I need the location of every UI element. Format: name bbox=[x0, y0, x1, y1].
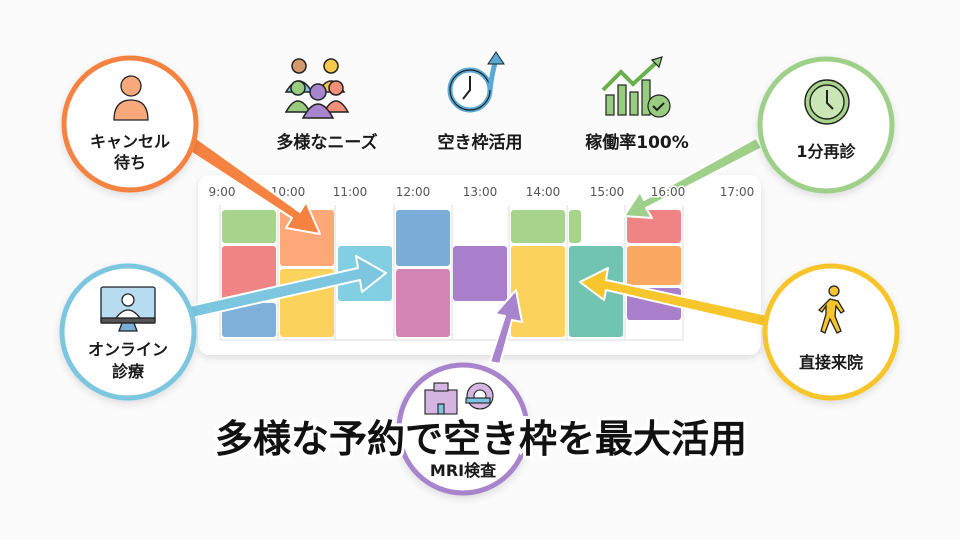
growth-chart-check-icon bbox=[601, 56, 671, 118]
online-doctor-monitor-icon bbox=[100, 286, 156, 332]
channel-label: 診療 bbox=[112, 362, 145, 381]
people-group-icon bbox=[284, 58, 350, 119]
time-label: 12:00 bbox=[396, 185, 431, 199]
arrow-mri bbox=[489, 289, 523, 365]
slot[interactable] bbox=[222, 246, 276, 300]
slot[interactable] bbox=[396, 210, 450, 266]
time-label: 16:00 bbox=[651, 185, 686, 199]
feature-label: 空き枠活用 bbox=[438, 132, 523, 153]
channel-label: 1分再診 bbox=[796, 142, 856, 161]
slot[interactable] bbox=[569, 210, 581, 243]
slot[interactable] bbox=[627, 210, 681, 243]
time-label: 13:00 bbox=[463, 185, 498, 199]
page-title: 多様な予約で空き枠を最大活用 bbox=[215, 417, 747, 461]
channel-label: 待ち bbox=[114, 153, 146, 172]
slot[interactable] bbox=[511, 246, 565, 337]
channel-online: オンライン 診療 bbox=[59, 263, 197, 401]
arrow-online bbox=[189, 255, 387, 319]
feature-label: 稼働率100% bbox=[585, 132, 689, 153]
clock-icon bbox=[804, 79, 850, 125]
time-label: 14:00 bbox=[526, 185, 561, 199]
slot[interactable] bbox=[222, 303, 276, 337]
channel-walkin: 直接来院 bbox=[762, 263, 900, 401]
slot[interactable] bbox=[511, 210, 565, 243]
hospital-mri-icon bbox=[424, 382, 494, 415]
walking-person-icon bbox=[817, 285, 845, 334]
channel-label: MRI検査 bbox=[430, 461, 496, 480]
slot[interactable] bbox=[222, 210, 276, 243]
schedule-card: 9:00 10:00 11:00 12:00 13:00 14:00 15:00… bbox=[198, 175, 761, 355]
time-label: 11:00 bbox=[333, 185, 368, 199]
feature-label: 多様なニーズ bbox=[276, 132, 377, 153]
appointment-blocks bbox=[222, 210, 681, 337]
time-label: 17:00 bbox=[720, 185, 755, 199]
arrow-revisit bbox=[623, 137, 763, 219]
channel-mri: MRI検査 bbox=[396, 362, 530, 496]
person-icon bbox=[113, 75, 149, 121]
channel-cancel-wait: キャンセル 待ち bbox=[61, 55, 199, 193]
time-label: 9:00 bbox=[209, 185, 236, 199]
arrow-cancel-wait bbox=[177, 131, 321, 235]
arrows bbox=[177, 131, 773, 365]
slot[interactable] bbox=[627, 246, 681, 285]
time-label: 15:00 bbox=[590, 185, 625, 199]
slot[interactable] bbox=[453, 246, 507, 301]
channel-label: キャンセル bbox=[90, 132, 170, 151]
slot[interactable] bbox=[396, 269, 450, 337]
time-label: 10:00 bbox=[271, 185, 306, 199]
clock-refresh-icon bbox=[447, 51, 505, 113]
channel-label: オンライン bbox=[88, 340, 168, 359]
channel-label: 直接来院 bbox=[799, 353, 863, 372]
channel-revisit: 1分再診 bbox=[757, 56, 895, 194]
arrow-walkin bbox=[579, 267, 773, 329]
